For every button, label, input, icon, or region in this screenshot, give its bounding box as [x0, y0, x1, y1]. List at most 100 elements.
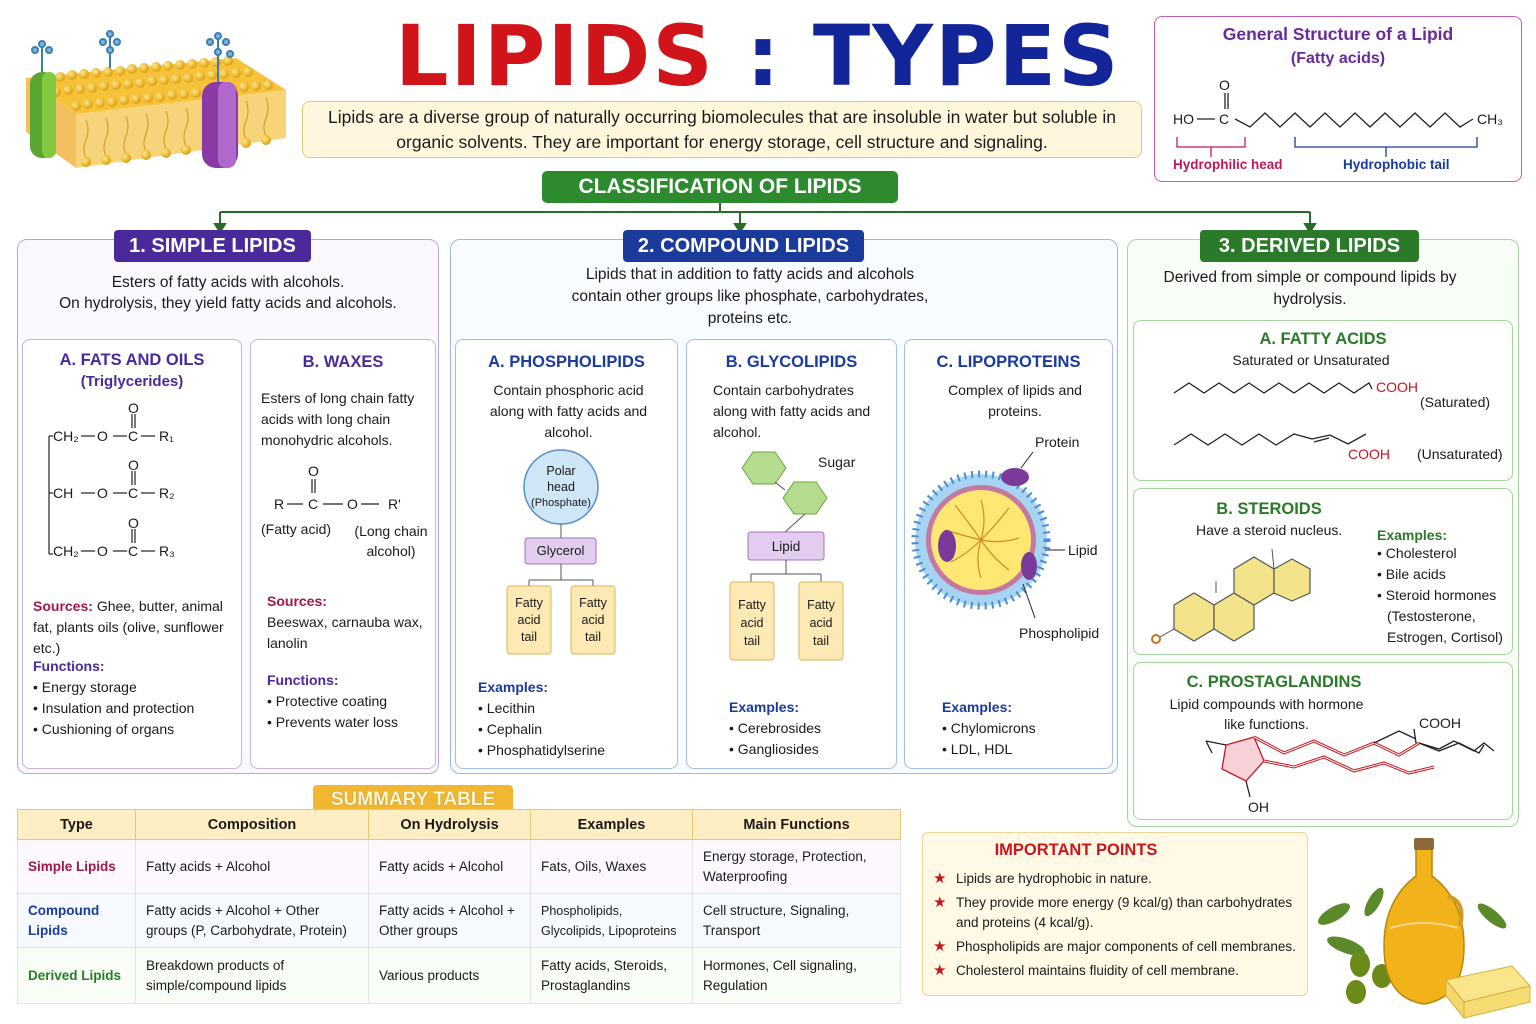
- list-item: Gangliosides: [729, 739, 821, 760]
- oil-and-butter-illustration: [1318, 838, 1531, 1020]
- list-item: ★They provide more energy (9 kcal/g) tha…: [925, 893, 1305, 933]
- waxes-desc: Esters of long chain fatty acids with lo…: [261, 390, 415, 448]
- steroids-examples-label: Examples:: [1377, 527, 1448, 543]
- title-lipids: LIPIDS: [395, 7, 715, 105]
- carbonyl-o-3: O: [128, 515, 139, 531]
- star-icon: ★: [933, 938, 947, 955]
- tail-word: acid: [809, 616, 833, 630]
- point-text: They provide more energy (9 kcal/g) than…: [956, 895, 1293, 930]
- list-item: Cephalin: [478, 719, 605, 740]
- ester-oxygen-1: O: [97, 428, 108, 444]
- prostaglandins-title: C. PROSTAGLANDINS: [1186, 673, 1362, 691]
- lipoproteins-title: C. LIPOPROTEINS: [936, 353, 1081, 371]
- fats-functions-list: Energy storage Insulation and protection…: [33, 677, 195, 740]
- polar-head-line1: Polar: [546, 464, 576, 478]
- list-item: Phosphatidylserine: [478, 740, 605, 761]
- title-separator: :: [714, 7, 813, 105]
- steroids-card: B. STEROIDS Have a steroid nucleus. Exam…: [1133, 488, 1513, 655]
- fatty-acids-title: A. FATTY ACIDS: [1259, 330, 1387, 348]
- list-item: Bile acids: [1377, 564, 1496, 585]
- glycolipids-examples-label: Examples:: [729, 699, 800, 715]
- steroid-nucleus: [1151, 548, 1311, 644]
- compound-lipids-desc: Lipids that in addition to fatty acids a…: [571, 266, 929, 327]
- wax-ester-o: O: [347, 496, 358, 512]
- list-item: Energy storage: [33, 677, 194, 698]
- list-item: Cholesterol: [1377, 543, 1496, 564]
- glycerol-carbon-1: CH₂: [53, 428, 79, 444]
- table-cell-type: Derived Lipids: [17, 947, 136, 1004]
- tail-word: Fatty: [738, 598, 766, 612]
- wax-r-prime-group: R': [388, 496, 401, 512]
- summary-col-header: Composition: [135, 809, 369, 840]
- steroids-desc: Have a steroid nucleus.: [1196, 522, 1343, 538]
- prostaglandin-oh: OH: [1248, 799, 1269, 815]
- lipoproteins-examples-list: Chylomicrons LDL, HDL: [942, 718, 1036, 760]
- list-item: Prevents water loss: [267, 712, 398, 733]
- star-icon: ★: [933, 962, 947, 979]
- hydrophobic-tail-label: Hydrophobic tail: [1343, 157, 1450, 172]
- lipoprotein-diagram: [911, 451, 1065, 619]
- lipid-label: Lipid: [1068, 542, 1098, 558]
- general-structure-subtitle: (Fatty acids): [1290, 50, 1386, 67]
- fats-and-oils-card: A. FATS AND OILS (Triglycerides) CH₂ O C…: [22, 339, 242, 769]
- waxes-card: B. WAXES Esters of long chain fatty acid…: [250, 339, 436, 769]
- wax-fatty-acid-label: (Fatty acid): [261, 521, 332, 537]
- r1-group: R₁: [159, 428, 174, 444]
- table-cell: Fatty acids + Alcohol: [135, 839, 369, 894]
- ester-carbon-2: C: [128, 485, 139, 501]
- classification-connectors: [213, 203, 1317, 234]
- lipoproteins-desc: Complex of lipids and proteins.: [948, 382, 1082, 419]
- waxes-title: B. WAXES: [302, 353, 384, 371]
- list-item: LDL, HDL: [942, 739, 1036, 760]
- summary-table: Type Composition On Hydrolysis Examples …: [17, 809, 901, 1004]
- tail-word: Fatty: [515, 596, 543, 610]
- table-cell: Various products: [368, 947, 531, 1004]
- lipid-box: Lipid: [771, 539, 801, 554]
- r3-group: R₃: [159, 543, 175, 559]
- phospholipid-label: Phospholipid: [1019, 625, 1100, 641]
- hydroxyl-group: HO: [1173, 111, 1194, 127]
- important-points-title: IMPORTANT POINTS: [994, 841, 1158, 859]
- list-item: Insulation and protection: [33, 698, 195, 719]
- saturated-label: (Saturated): [1420, 394, 1491, 410]
- table-cell: Hormones, Cell signaling, Regulation: [692, 947, 901, 1004]
- wax-alcohol-label: (Long chain alcohol): [354, 523, 428, 559]
- prostaglandins-card: C. PROSTAGLANDINS Lipid compounds with h…: [1133, 662, 1513, 820]
- tail-word: acid: [581, 613, 605, 627]
- steroid-hormones-note: (Testosterone, Estrogen, Cortisol): [1387, 608, 1503, 645]
- wax-carbon: C: [308, 496, 319, 512]
- prostaglandin-structure: [1205, 728, 1495, 798]
- carbonyl-o-1: O: [128, 400, 139, 416]
- simple-lipids-header: 1. SIMPLE LIPIDS: [114, 230, 311, 262]
- table-cell: Breakdown products of simple/compound li…: [135, 947, 369, 1004]
- unsaturated-label: (Unsaturated): [1417, 446, 1503, 462]
- summary-col-header: On Hydrolysis: [368, 809, 531, 840]
- simple-lipids-desc-line2: On hydrolysis, they yield fatty acids an…: [59, 295, 397, 312]
- classification-header: CLASSIFICATION OF LIPIDS: [542, 171, 898, 203]
- tail-word: Fatty: [807, 598, 835, 612]
- star-icon: ★: [933, 870, 947, 887]
- summary-col-header: Main Functions: [692, 809, 901, 840]
- lipoproteins-examples-label: Examples:: [942, 699, 1013, 715]
- tail-word: tail: [744, 634, 760, 648]
- wax-r-group: R: [274, 496, 285, 512]
- saturated-cooh: COOH: [1376, 379, 1418, 395]
- ester-carbon-1: C: [128, 428, 139, 444]
- glycolipids-examples-list: Cerebrosides Gangliosides: [729, 718, 821, 760]
- important-points-panel: IMPORTANT POINTS ★Lipids are hydrophobic…: [922, 832, 1308, 996]
- fatty-acids-subtitle: Saturated or Unsaturated: [1232, 352, 1390, 368]
- table-row: Compound Lipids Fatty acids + Alcohol + …: [17, 893, 901, 948]
- table-cell-type: Simple Lipids: [17, 839, 136, 894]
- list-item: ★Phospholipids are major components of c…: [925, 937, 1305, 957]
- derived-lipids-desc: Derived from simple or compound lipids b…: [1163, 269, 1457, 308]
- fatty-acid-structure-diagram: [1176, 93, 1478, 157]
- simple-lipids-desc-line1: Esters of fatty acids with alcohols.: [111, 274, 345, 291]
- phospholipids-desc: Contain phosphoric acid along with fatty…: [489, 382, 648, 440]
- ester-oxygen-2: O: [97, 485, 108, 501]
- ester-oxygen-3: O: [97, 543, 108, 559]
- carboxyl-carbon: C: [1219, 111, 1230, 127]
- polar-head-label: Polar head (Phosphate): [524, 463, 598, 511]
- table-cell: Fatty acids + Alcohol + Other groups: [368, 893, 531, 948]
- sugar-label: Sugar: [818, 454, 856, 470]
